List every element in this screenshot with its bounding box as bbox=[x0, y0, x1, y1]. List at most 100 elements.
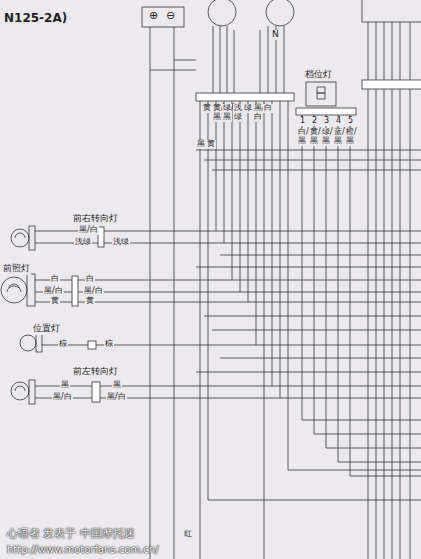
wire bbox=[376, 89, 377, 559]
wire-color: 1 bbox=[299, 117, 306, 126]
wire bbox=[326, 115, 421, 448]
wire bbox=[220, 255, 421, 256]
wire-color: N bbox=[271, 30, 280, 40]
turn-lamp-symbol bbox=[11, 229, 29, 247]
wire bbox=[204, 160, 421, 161]
lamp-name: 位置灯 bbox=[32, 322, 61, 335]
switch-box bbox=[362, 0, 421, 22]
headlight-symbol bbox=[1, 277, 27, 303]
connector bbox=[362, 80, 421, 89]
wire bbox=[392, 89, 393, 559]
wire bbox=[232, 101, 233, 280]
wire bbox=[368, 22, 410, 80]
wire-color: ⊕ bbox=[148, 10, 159, 22]
wire-color: 4 bbox=[335, 117, 342, 126]
model-title: N125-2A) bbox=[3, 12, 68, 25]
wire-color: 黑/白 bbox=[106, 393, 127, 402]
connector bbox=[196, 93, 294, 101]
filament bbox=[7, 284, 21, 292]
wire bbox=[208, 101, 421, 500]
wire-color: 黑 bbox=[196, 140, 206, 149]
wire-color: ⊖ bbox=[165, 10, 176, 22]
wire-color: 黑 bbox=[112, 381, 122, 390]
wire bbox=[384, 89, 385, 559]
lamp-socket bbox=[27, 274, 35, 306]
plug bbox=[92, 382, 100, 402]
filament bbox=[15, 233, 25, 238]
wire-color: 2 bbox=[311, 117, 318, 126]
wire bbox=[212, 330, 421, 331]
wire-color: 3 bbox=[323, 117, 330, 126]
wire-color: 黄/黑 bbox=[309, 128, 319, 146]
lamp-name: 前右转向灯 bbox=[72, 212, 119, 225]
wire bbox=[272, 101, 273, 386]
wire-color: 浅绿 bbox=[112, 238, 130, 247]
wire-color: 黄 bbox=[50, 297, 60, 306]
wire-color: 棕 bbox=[58, 340, 68, 349]
wire-color: 浅绿 bbox=[233, 104, 243, 122]
wire bbox=[338, 115, 421, 462]
wire bbox=[280, 101, 281, 398]
wire-color: 棕 bbox=[104, 340, 114, 349]
lamp-box: 档位灯 bbox=[304, 68, 333, 81]
lamp-socket bbox=[36, 334, 42, 352]
wire-color: 绿 bbox=[243, 104, 253, 113]
wire bbox=[212, 170, 421, 171]
wire bbox=[302, 115, 421, 420]
wire-color: 红 bbox=[183, 530, 193, 539]
wire-color: 黄 bbox=[85, 297, 95, 306]
wire bbox=[200, 101, 201, 559]
wire-color: 黄/黑 bbox=[212, 104, 222, 122]
plug bbox=[72, 276, 78, 306]
lamp-socket bbox=[29, 226, 35, 250]
wire-color: 黑/白 bbox=[78, 226, 99, 235]
wire-color: 橙/黑 bbox=[345, 128, 355, 146]
wire-color: 黑/白 bbox=[253, 104, 263, 122]
lamp-label: 位置灯 bbox=[32, 322, 61, 335]
wire bbox=[410, 89, 411, 559]
wire bbox=[368, 89, 369, 559]
lamp-name: 档位灯 bbox=[304, 68, 333, 81]
wire-color: 5 bbox=[347, 117, 354, 126]
wire bbox=[196, 150, 421, 151]
position-lamp-symbol bbox=[20, 335, 36, 351]
lamp-label: 前左转向灯 bbox=[72, 365, 119, 378]
wire-color: 浅绿 bbox=[74, 238, 92, 247]
wire-group bbox=[150, 60, 421, 559]
wire-color: 白/黑 bbox=[297, 128, 307, 146]
wire-color: 白 bbox=[263, 104, 273, 113]
wire bbox=[150, 27, 196, 70]
wire-color: 黑/白 bbox=[83, 287, 104, 296]
watermark: http://www.motorfans.com.cn/ bbox=[6, 544, 160, 555]
wire-color: 黄 bbox=[206, 140, 216, 149]
wire bbox=[288, 101, 421, 470]
watermark: 心语者 发表于 中国摩托迷 bbox=[6, 528, 136, 540]
wire-color: 白 bbox=[50, 275, 60, 284]
wire-color: 绿/黑 bbox=[321, 128, 331, 146]
wire bbox=[150, 60, 174, 559]
wire bbox=[204, 316, 421, 317]
meter-symbol bbox=[208, 0, 236, 26]
wire-color: 黑 bbox=[60, 381, 70, 390]
plug bbox=[88, 341, 96, 349]
wire bbox=[400, 89, 401, 559]
wire bbox=[256, 101, 257, 345]
digit-symbol bbox=[317, 87, 325, 99]
lamp-label: 前右转向灯 bbox=[72, 212, 119, 225]
lamp-name: 前照灯 bbox=[2, 262, 31, 275]
connector bbox=[296, 108, 356, 115]
lamp-label: 前照灯 bbox=[2, 262, 31, 275]
terminal-box bbox=[142, 7, 184, 27]
gear-lamp-box bbox=[306, 82, 336, 106]
wire-color: 蓝/黑 bbox=[333, 128, 343, 146]
wire bbox=[314, 115, 421, 434]
wire bbox=[196, 267, 421, 268]
wire bbox=[224, 101, 225, 243]
wire bbox=[42, 345, 421, 346]
wire bbox=[220, 358, 421, 359]
wire bbox=[240, 101, 241, 292]
wire bbox=[213, 26, 284, 93]
filament bbox=[15, 386, 25, 391]
wire-color: 黑/白 bbox=[43, 287, 64, 296]
